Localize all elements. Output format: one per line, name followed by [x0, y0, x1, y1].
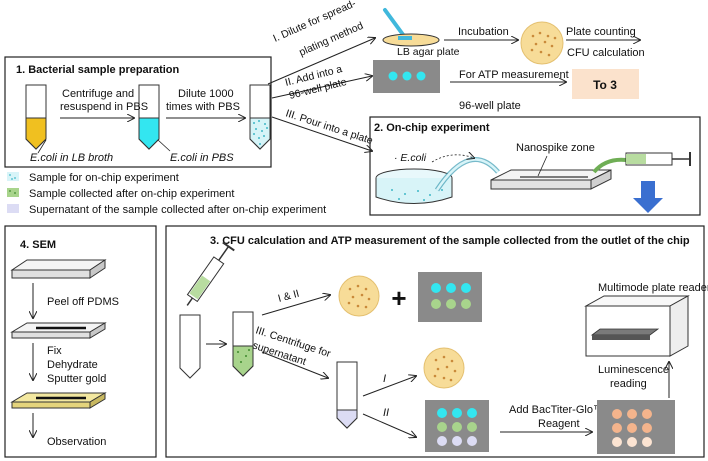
luminescence-label1: Luminescence [598, 364, 669, 376]
well-plate-p3-top [418, 272, 482, 322]
pointer-tube2 [157, 139, 171, 152]
tube-collected-sample [232, 311, 254, 377]
chip-with-pdms [10, 259, 107, 279]
reagent-label1: Add BacTiter-Glo™ [509, 404, 604, 416]
panel3-title: 3. CFU calculation and ATP measurement o… [210, 235, 690, 247]
step-dilute-line1: Dilute 1000 [178, 88, 234, 100]
panel1-box [4, 56, 272, 168]
legend-item1: Sample for on-chip experiment [29, 172, 179, 184]
cfu-calc-label: CFU calculation [567, 47, 645, 59]
tube-supernatant [336, 361, 358, 429]
legend-item3: Supernatant of the sample collected afte… [29, 204, 326, 216]
panel2-box [369, 116, 701, 216]
route12-label: I & II [277, 288, 301, 305]
roman1-label: I [383, 373, 386, 385]
arrow-route12 [261, 295, 330, 316]
ecoli-label: · E.coli [394, 152, 427, 164]
blue-down-arrow [633, 181, 663, 213]
plate-counting-label: Plate counting [566, 26, 636, 38]
to3-box [572, 69, 639, 99]
syringe-dispense [186, 241, 235, 306]
route2-line [271, 76, 372, 99]
luminescence-label2: reading [610, 378, 647, 390]
incubation-label: Incubation [458, 26, 509, 38]
step-dilute-line2: times with PBS [166, 101, 240, 113]
observation-label: Observation [47, 436, 106, 448]
arrow-route3-p3 [261, 351, 328, 378]
route3-label: III. Pour into a plate [284, 107, 374, 147]
panel3-box [165, 225, 705, 458]
to3-label: To 3 [593, 78, 617, 92]
syringe-top [625, 152, 691, 166]
tube-ecoli-lb-broth [25, 84, 47, 150]
tube-empty-p3 [179, 314, 201, 379]
well-plate-p3-bottom [425, 400, 489, 452]
roman2-label: II [383, 407, 389, 419]
tube1-label: E.coli in LB broth [30, 152, 113, 164]
peel-label: Peel off PDMS [47, 296, 119, 308]
atp-measure-label: For ATP measurement [459, 69, 569, 81]
well-plate-label: 96-well plate [459, 100, 521, 112]
tube2-label: E.coli in PBS [170, 152, 234, 164]
well-plate-top [373, 60, 440, 93]
tube-diluted-sample [249, 84, 271, 150]
arrow-roman1 [362, 376, 416, 397]
panel4-title: 4. SEM [20, 239, 56, 251]
microfluidic-chip [490, 169, 612, 190]
multimode-plate-reader [584, 295, 690, 357]
lb-plate-label: LB agar plate [397, 46, 460, 58]
well-plate-luminescence [597, 400, 675, 454]
flow-arrow [431, 155, 474, 163]
route3-line [271, 116, 372, 151]
step-centrifuge-line1: Centrifuge and [62, 88, 134, 100]
lb-agar-plate-with-spreader [382, 8, 440, 47]
reader-label: Multimode plate reader [598, 282, 708, 294]
colony-plate-p3-mid [423, 347, 465, 389]
panel2-title: 2. On-chip experiment [374, 122, 490, 134]
pointer-tube1 [37, 139, 47, 154]
reagent-label2: Reagent [538, 418, 580, 430]
nanospike-label: Nanospike zone [516, 142, 595, 154]
legend-item2: Sample collected after on-chip experimen… [29, 188, 234, 200]
tube-ecoli-pbs [138, 84, 160, 150]
panel4-box [4, 225, 157, 458]
sputter-label: Sputter gold [47, 373, 106, 385]
dehydrate-label: Dehydrate [47, 359, 98, 371]
panel1-title: 1. Bacterial sample preparation [16, 64, 180, 76]
chip-substrate [10, 322, 107, 339]
legend [7, 172, 19, 213]
nanospike-pointer [537, 155, 548, 177]
outlet-tubing [592, 157, 627, 174]
step-centrifuge-line2: resuspend in PBS [60, 101, 148, 113]
arrow-roman2 [362, 413, 416, 437]
route1-line [267, 38, 375, 85]
colony-plate-p3-top [338, 275, 380, 317]
plus-sign: + [391, 283, 406, 313]
petri-dish-ecoli [375, 168, 453, 204]
colony-plate-top [520, 21, 564, 65]
chip-gold-coated [10, 392, 107, 409]
fix-label: Fix [47, 345, 62, 357]
